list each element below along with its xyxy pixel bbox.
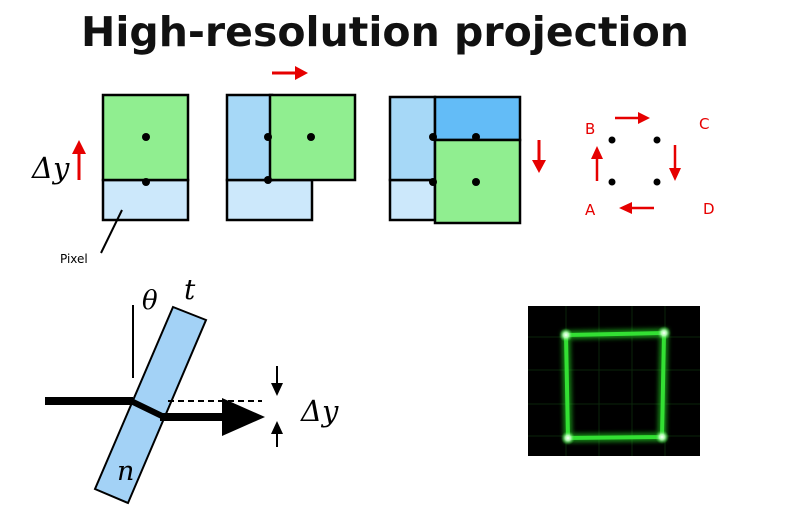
- pixel-shifted: [388, 95, 437, 182]
- red-arrow-up-icon: [72, 140, 86, 180]
- pixel-center-dot: [142, 133, 150, 141]
- pixel-center-dot: [429, 133, 437, 141]
- pixel-center-dot: [472, 178, 480, 186]
- pixel-label: Pixel: [60, 252, 88, 266]
- sequence-dot: [653, 178, 661, 186]
- offset-delta-y-label: Δy: [300, 394, 339, 428]
- pixel-center-dot: [429, 178, 437, 186]
- projection-result-image: [528, 306, 700, 456]
- sequence-dot: [608, 136, 616, 144]
- sequence-label-a: A: [585, 201, 596, 219]
- pixel-center-dot: [264, 133, 272, 141]
- panel-vertical-shift: [101, 93, 190, 222]
- pixel-original: [225, 178, 314, 222]
- red-arrow-left-icon: [619, 202, 654, 214]
- pixel-center-dot: [472, 133, 480, 141]
- red-arrow-right-icon: [272, 66, 308, 80]
- pixel-leader-line: [100, 209, 123, 254]
- thickness-label: t: [184, 273, 196, 306]
- sequence-label-b: B: [585, 120, 595, 138]
- panel-down-shift: [388, 95, 522, 225]
- red-arrow-up-icon: [591, 146, 603, 181]
- refracted-beam: [129, 398, 166, 420]
- pixel-center-dot: [142, 178, 150, 186]
- shift-sequence: B C A D: [585, 112, 715, 219]
- glass-plate: [93, 305, 208, 505]
- index-label: n: [117, 456, 134, 487]
- red-arrow-down-icon: [532, 140, 546, 173]
- page-title: High-resolution projection: [81, 8, 689, 56]
- panel-horizontal-shift: [225, 93, 357, 222]
- sequence-dot: [653, 136, 661, 144]
- beam-arrowhead-icon: [222, 398, 265, 436]
- theta-label: θ: [142, 286, 158, 316]
- red-arrow-down-icon: [669, 145, 681, 181]
- pixel-center-dot: [307, 133, 315, 141]
- sequence-label-d: D: [703, 200, 715, 218]
- sequence-dot: [608, 178, 616, 186]
- offset-arrow-down-icon: [271, 366, 283, 396]
- red-arrow-right-icon: [615, 112, 650, 124]
- pixel-original: [101, 178, 190, 222]
- pixel-center-dot: [264, 176, 272, 184]
- sequence-label-c: C: [699, 115, 709, 133]
- offset-arrow-up-icon: [271, 421, 283, 447]
- pixel-original: [388, 178, 437, 222]
- tilted-plate-diagram: θ t n Δy: [45, 273, 339, 505]
- delta-y-label: Δy: [31, 151, 70, 185]
